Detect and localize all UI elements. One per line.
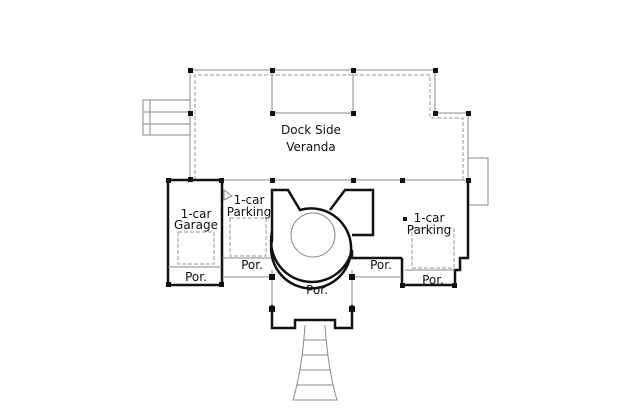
veranda-outline [189,69,469,181]
left-parking-label-line2: Parking [227,205,272,219]
center-porch-label: Por. [306,283,328,297]
garage-porch-label: Por. [185,270,207,284]
garage-label-line1: 1-car [181,207,212,221]
spiral-stair [269,188,402,290]
center-porch [222,270,402,330]
posts [166,68,471,312]
garage-label-line2: Garage [174,218,218,232]
veranda-label-line1: Dock Side [281,123,341,137]
right-parking-label-line2: Parking [407,223,452,237]
right-porch-label: Por. [370,258,392,272]
left-porch-label: Por. [241,258,263,272]
veranda-stairs [142,99,191,136]
veranda-label-line2: Veranda [286,140,336,154]
garage [166,178,224,287]
left-parking-label-line1: 1-car [234,193,265,207]
right-parking-label-line1: 1-car [414,211,445,225]
right-parking [400,180,470,287]
right-parking-porch-label: Por. [422,273,444,287]
entry-steps [292,324,338,401]
